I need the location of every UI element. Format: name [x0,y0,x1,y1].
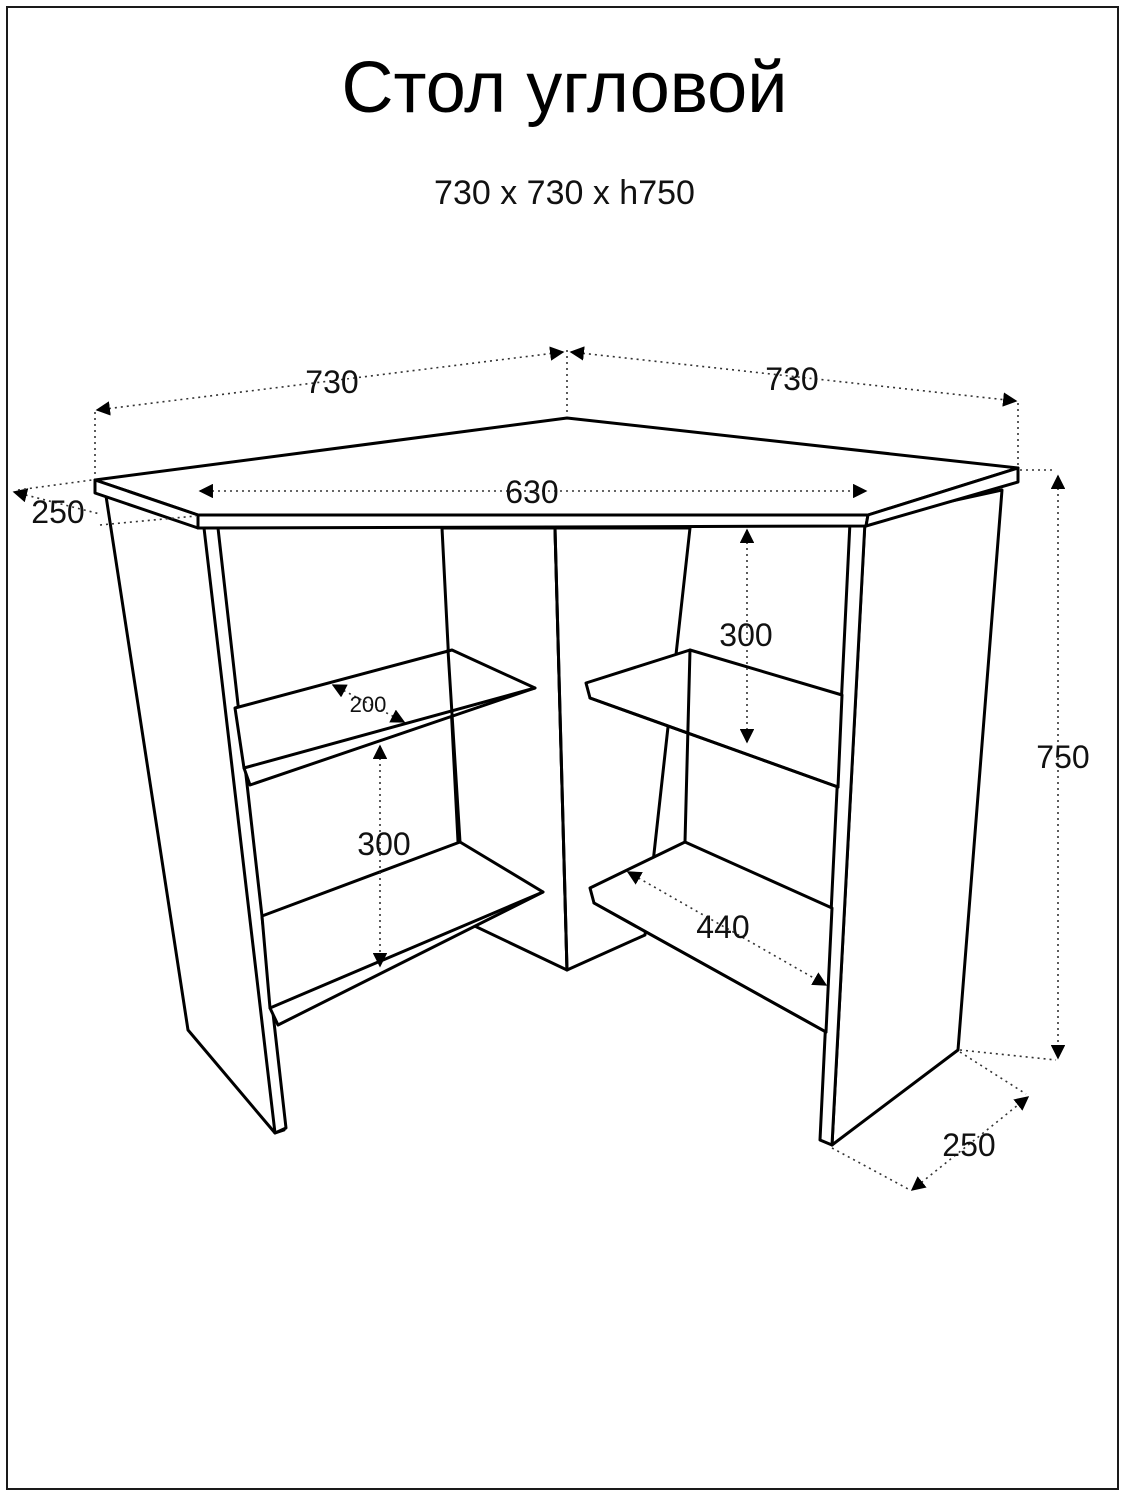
left-upper-shelf-edge [242,686,537,770]
overall-dimensions: 730 x 730 x h750 [434,174,695,212]
table-top-front-edge [196,513,870,530]
dim-line-right-shelf-length [626,871,828,986]
dim-line-right-depth [910,1096,1030,1191]
dimension-lines [12,346,1066,1191]
left-lower-shelf-edge [268,890,545,1010]
label-right-depth: 250 [942,1127,995,1163]
left-side-panel [104,494,286,1135]
label-left-depth: 250 [31,494,84,530]
ext-line-height-bottom [959,1049,1057,1061]
label-left-shelf-spacing: 300 [357,826,410,862]
label-top-left-width: 730 [305,364,358,400]
desk-body [93,416,1020,1147]
ext-line-right-depth-b [959,1051,1027,1095]
right-upper-shelf [584,648,844,789]
label-right-shelf-length: 440 [696,909,749,945]
left-lower-shelf [260,840,545,1027]
label-front-width: 630 [505,474,558,510]
label-left-shelf-depth: 200 [350,692,387,717]
dim-line-left-depth [12,488,101,515]
label-top-right-width: 730 [765,361,818,397]
dim-line-top-left [95,346,565,416]
right-upper-shelf-edge [588,696,840,789]
dim-line-left-shelf-depth [331,684,406,723]
dimension-labels: 730 730 630 250 750 250 200 300 300 440 [31,361,1089,1163]
table-top-right-edge [864,466,1020,528]
ext-line-left-depth-b [99,515,197,526]
right-back-line [683,648,692,844]
ext-line-right-depth-a [831,1147,911,1191]
label-height: 750 [1036,739,1089,775]
drawing-frame [6,6,1119,1490]
page-title: Стол угловой [341,48,788,128]
label-right-shelf-spacing: 300 [719,617,772,653]
dim-line-top-right [569,346,1018,407]
ext-line-left-depth-a [17,479,93,491]
left-back-line [446,648,462,844]
back-corner-edge [553,526,569,972]
